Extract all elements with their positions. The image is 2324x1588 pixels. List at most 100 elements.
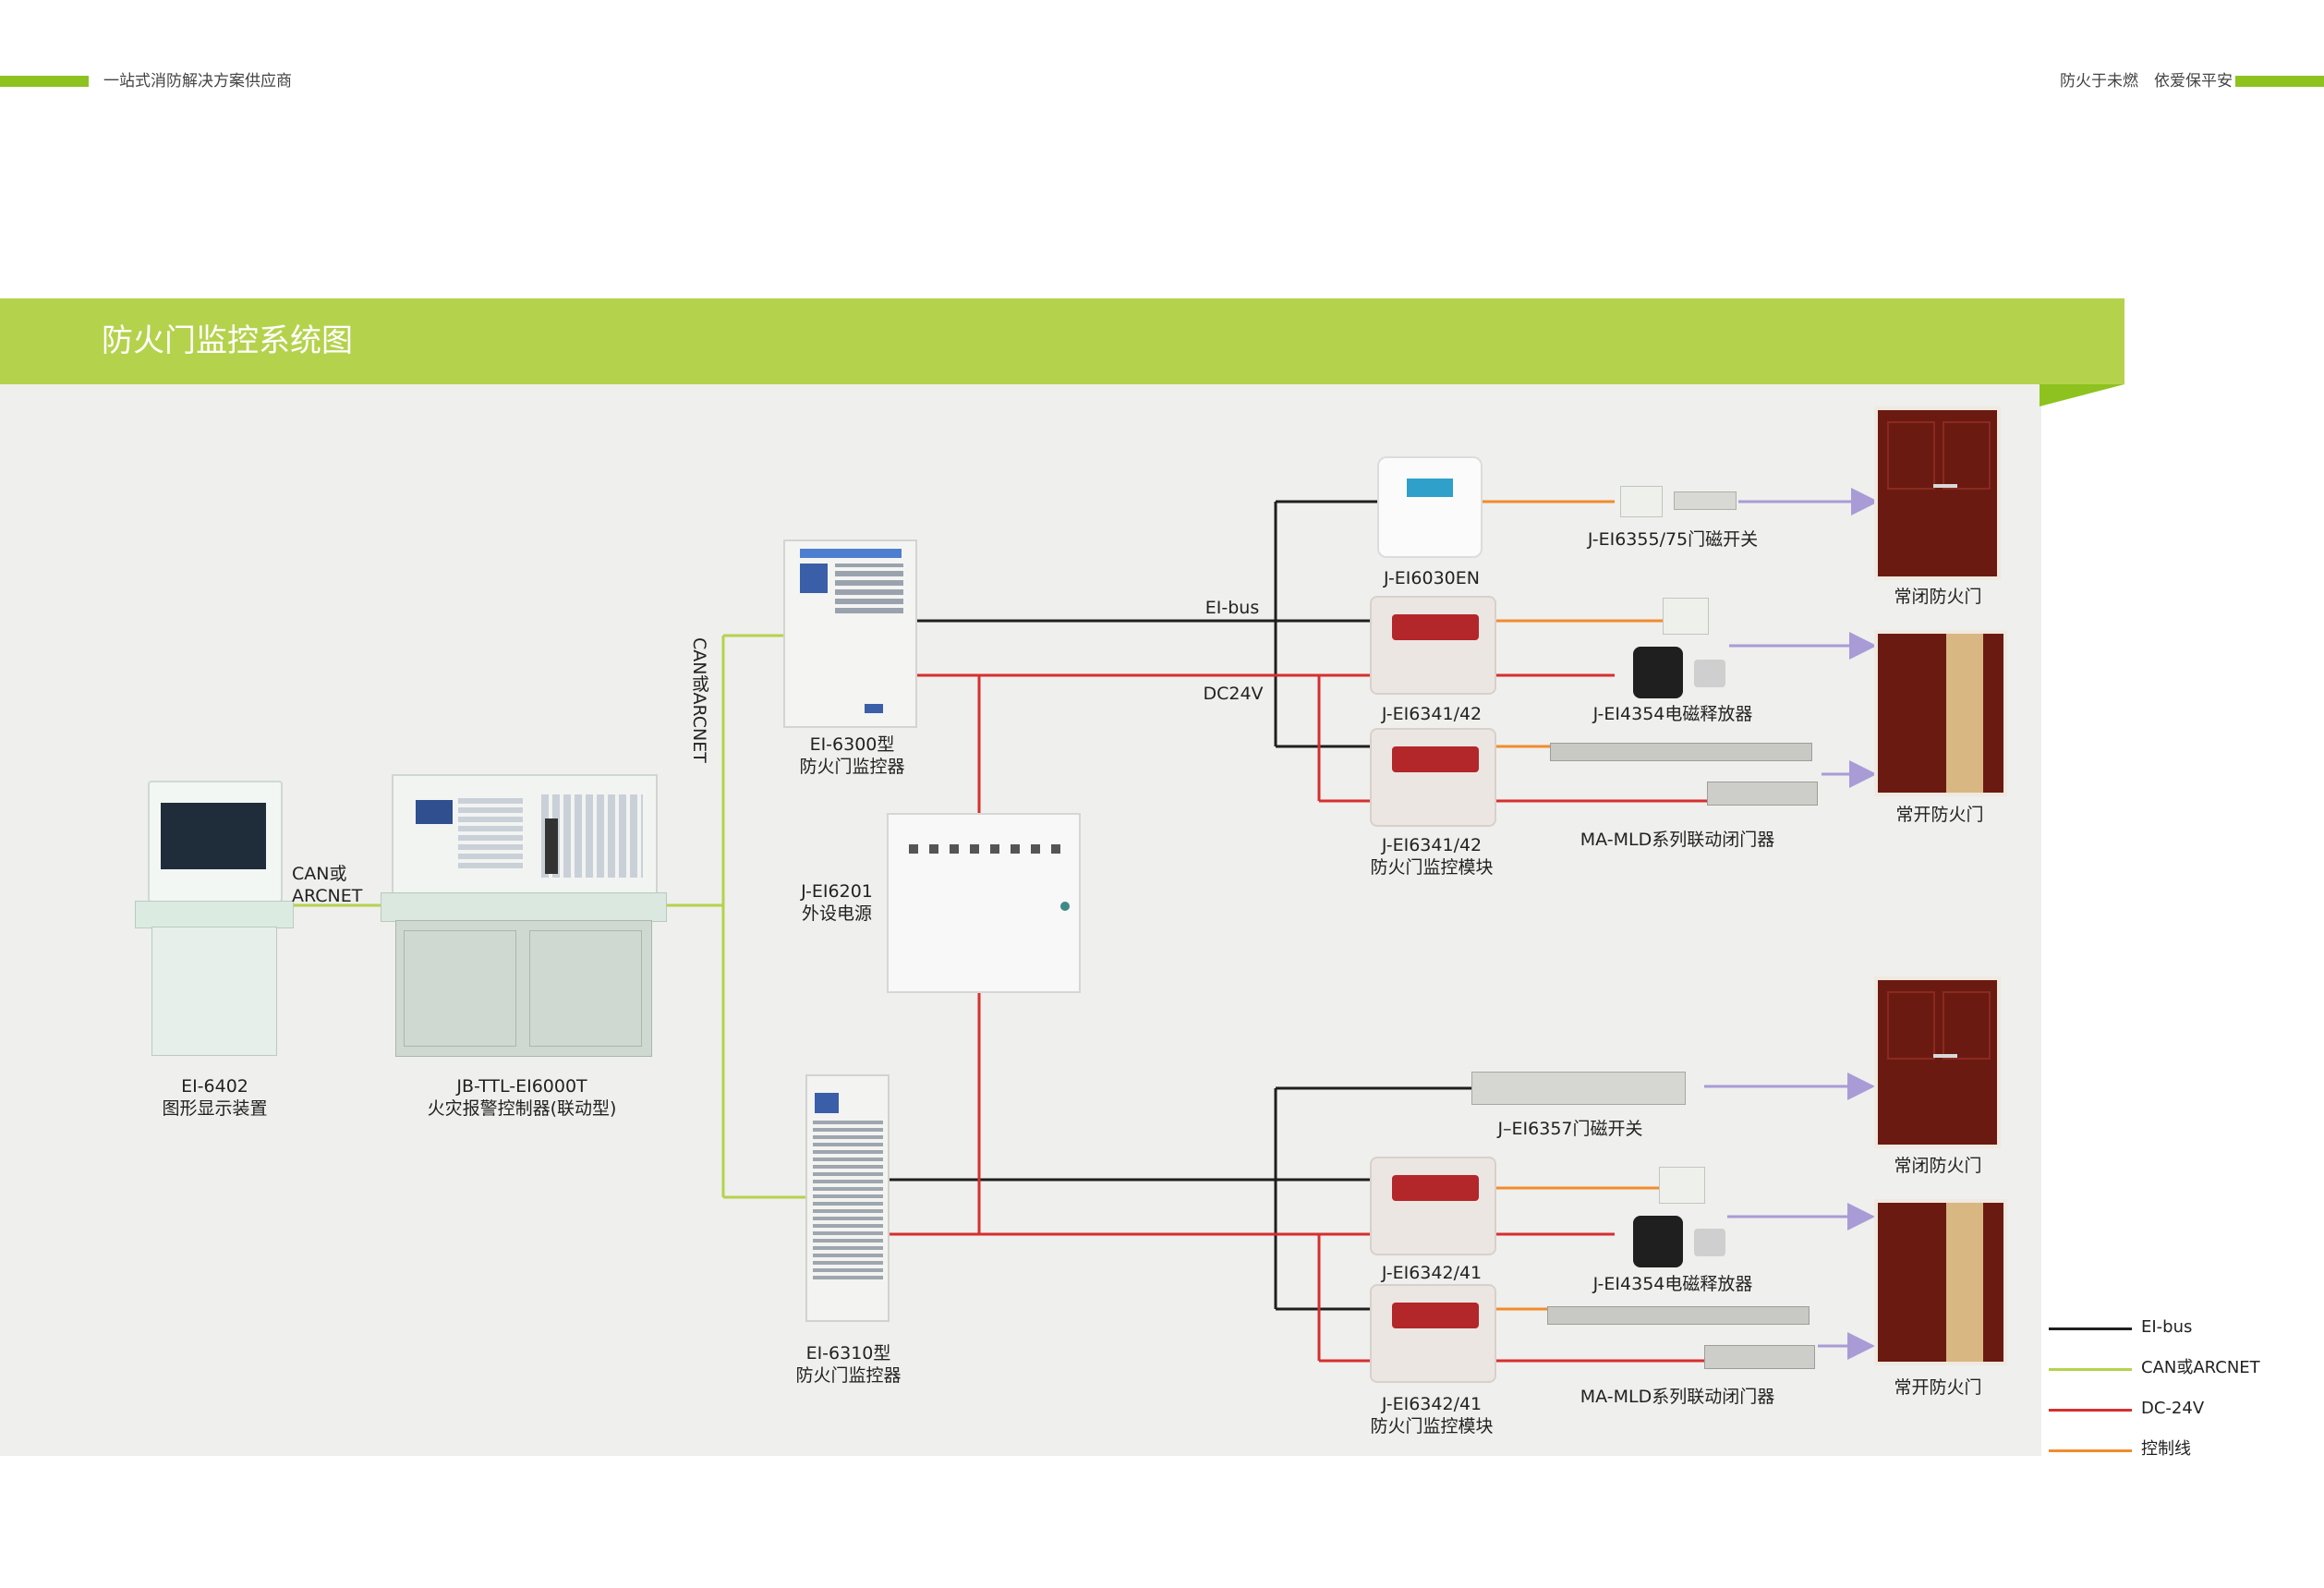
door-switch-6355-part-a	[1620, 486, 1663, 517]
cabinet-door-left	[404, 930, 516, 1047]
door-switch-6357-device	[1471, 1072, 1686, 1105]
monitor-6300-keys	[835, 564, 903, 613]
monitor-6310-name: 防火门监控器	[795, 1365, 902, 1386]
header-tagline-left: 一站式消防解决方案供应商	[103, 72, 292, 91]
dc24v-label: DC24V	[1203, 684, 1264, 704]
module-6341-b	[1370, 728, 1496, 827]
monitor-6310-led-grid	[813, 1121, 883, 1279]
display-unit-model: EI-6402	[181, 1076, 248, 1097]
legend-label-ei-bus: EI-bus	[2141, 1317, 2193, 1337]
door-switch-small-bottom	[1659, 1167, 1705, 1204]
releaser-top-plate	[1694, 660, 1725, 687]
fire-controller-name: 火灾报警控制器(联动型)	[427, 1098, 617, 1119]
display-monitor	[148, 781, 283, 903]
door-closed-bottom-label: 常闭防火门	[1894, 1156, 1982, 1176]
closer-bottom-arm	[1704, 1345, 1815, 1369]
page-title: 防火门监控系统图	[102, 322, 353, 359]
graphic-display-unit	[135, 781, 294, 1056]
title-band	[0, 298, 2124, 384]
can-arcnet-vertical-label: CAN或ARCNET	[689, 637, 709, 763]
legend-line-dc24v	[2049, 1409, 2132, 1412]
normally-open-door-top	[1874, 630, 2007, 796]
module-6342-b-panel	[1392, 1303, 1479, 1328]
module-6341-b-label: J-EI6341/42 防火门监控模块	[1358, 834, 1506, 879]
module-6341-b-panel	[1392, 746, 1479, 772]
door-switch-6355-part-b	[1674, 491, 1737, 510]
controller-keypad-left	[458, 794, 523, 868]
legend-line-ei-bus	[2049, 1327, 2132, 1330]
power-supply-indicators	[909, 844, 1061, 854]
module-6342-b-name: 防火门监控模块	[1370, 1416, 1494, 1436]
module-6341-a-label: J-EI6341/42	[1381, 704, 1483, 724]
display-screen	[161, 803, 266, 869]
door-open-top-gap	[1946, 634, 1983, 793]
door-closed-top-label: 常闭防火门	[1894, 587, 1982, 607]
legend-label-can-arcnet: CAN或ARCNET	[2141, 1358, 2260, 1377]
controller-screen	[416, 800, 453, 824]
power-supply-knob	[1060, 902, 1070, 911]
peripheral-power-supply	[887, 813, 1081, 993]
door-closed-bottom-handle	[1933, 1054, 1957, 1058]
door-open-bottom-label: 常开防火门	[1894, 1377, 1982, 1398]
monitor-6300-header	[800, 549, 902, 558]
fire-controller-label: JB-TTL-EI6000T 火灾报警控制器(联动型)	[397, 1075, 647, 1120]
header-slogan-2: 依爱保平安	[2154, 72, 2233, 91]
door-monitor-6310	[805, 1074, 890, 1322]
legend-line-can-arcnet	[2049, 1368, 2132, 1371]
monitor-6300-logo	[865, 704, 883, 713]
fire-controller-model: JB-TTL-EI6000T	[456, 1076, 587, 1097]
legend-line-control	[2049, 1449, 2132, 1452]
power-supply-name: 外设电源	[801, 903, 872, 924]
can-arcnet-link-label: CAN或 ARCNET	[292, 863, 366, 907]
door-closer-top	[1550, 739, 1827, 808]
module-6342-b-label: J-EI6342/41 防火门监控模块	[1358, 1393, 1506, 1437]
releaser-top-label: J-EI4354电磁释放器	[1592, 704, 1753, 724]
legend-label-control: 控制线	[2141, 1439, 2191, 1459]
monitor-6310-label: EI-6310型 防火门监控器	[772, 1342, 925, 1387]
can-label-line-2: ARCNET	[292, 886, 363, 906]
closer-top-rail	[1550, 743, 1812, 761]
controller-desk	[381, 892, 667, 922]
closer-top-label: MA-MLD系列联动闭门器	[1580, 830, 1775, 850]
door-open-bottom-gap	[1946, 1203, 1983, 1362]
releaser-bottom-body	[1633, 1216, 1683, 1267]
panel-corner-triangle	[2040, 384, 2124, 406]
door-closer-bottom	[1547, 1303, 1824, 1372]
module-6342-a	[1370, 1157, 1496, 1255]
module-6030en-window	[1407, 479, 1453, 497]
controller-keypad-right	[541, 794, 643, 878]
can-label-line-1: CAN或	[292, 864, 347, 884]
controller-upper-panel	[392, 774, 658, 896]
door-monitor-6300	[783, 539, 917, 728]
module-6342-a-panel	[1392, 1175, 1479, 1201]
cabinet-door-right	[529, 930, 642, 1047]
door-closed-bottom-panel-a	[1887, 991, 1935, 1060]
monitor-6300-name: 防火门监控器	[799, 757, 905, 777]
closer-top-arm	[1707, 782, 1818, 806]
power-supply-label: J-EI6201 外设电源	[791, 880, 883, 925]
ei-bus-label: EI-bus	[1204, 598, 1260, 618]
door-closed-bottom-panel-b	[1943, 991, 1991, 1060]
monitor-6300-screen	[800, 564, 828, 593]
closer-bottom-rail	[1547, 1306, 1810, 1325]
door-switch-6357-label: J–EI6357门磁开关	[1497, 1119, 1643, 1139]
module-6030en-label: J-EI6030EN	[1384, 568, 1480, 588]
fire-alarm-controller	[381, 774, 667, 1062]
door-closed-top-handle	[1933, 484, 1957, 488]
releaser-bottom-label: J-EI4354电磁释放器	[1592, 1274, 1753, 1294]
door-closed-top-panel-a	[1887, 421, 1935, 490]
display-desk	[135, 901, 294, 928]
releaser-top-body	[1633, 647, 1683, 698]
door-switch-6355-label: J-EI6355/75门磁开关	[1587, 529, 1759, 550]
header-accent-bar-left	[0, 76, 89, 87]
normally-open-door-bottom	[1874, 1199, 2007, 1365]
normally-closed-door-bottom	[1874, 976, 2001, 1148]
module-6030en	[1377, 456, 1483, 558]
door-switch-small-top	[1663, 598, 1709, 635]
legend-label-dc24v: DC-24V	[2141, 1399, 2205, 1418]
module-6342-b-model: J-EI6342/41	[1381, 1394, 1483, 1414]
monitor-6310-screen	[815, 1093, 839, 1113]
module-6341-b-name: 防火门监控模块	[1370, 857, 1494, 878]
module-6342-b	[1370, 1284, 1496, 1383]
closer-bottom-label: MA-MLD系列联动闭门器	[1580, 1387, 1775, 1407]
